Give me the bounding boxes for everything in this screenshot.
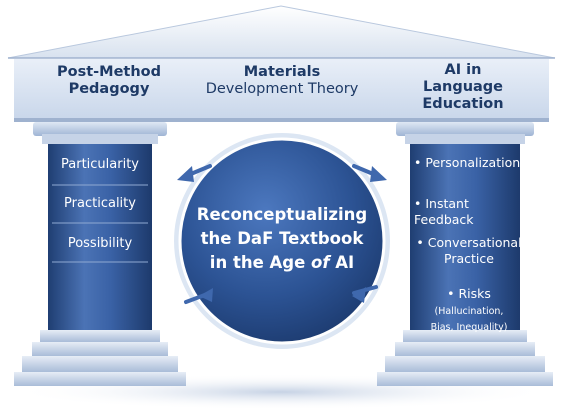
left-base-4 [14,372,186,386]
arrow-right-top-head [370,166,387,182]
center-title: Reconceptualizing the DaF Textbook in th… [196,203,368,275]
center-title-line3-pre: in the Age [209,253,312,272]
right-item-risks-paren2: Bias, Inequality) [430,322,508,333]
header-ai-line3: Education [422,96,504,112]
entablature [14,59,549,121]
header-materials: Materials Development Theory [190,64,374,98]
center-title-line3: in the Age of AI [196,251,368,275]
right-item-conversational-practice: • Conversational Practice [414,235,524,267]
right-base-1 [403,330,527,342]
left-base-1 [40,330,160,342]
right-base-4 [377,372,553,386]
right-column [377,122,553,386]
header-materials-line2: Development Theory [205,81,359,97]
right-item-conversational-line2: Practice [444,251,494,266]
header-ai-line2: Language [422,79,504,95]
arrow-right-bottom-head [352,287,366,303]
bullet-icon: • [447,286,455,301]
left-base-3 [22,356,178,372]
left-item-possibility: Possibility [67,236,133,251]
center-title-line2: the DaF Textbook [200,229,364,248]
center-title-line3-post: AI [329,253,355,272]
left-capital-bottom [42,134,158,144]
left-item-particularity: Particularity [61,157,139,172]
center-circle [178,137,386,345]
right-item-conversational-line1: Conversational [427,235,522,250]
right-item-instant-feedback: • Instant Feedback [414,196,524,228]
right-item-risks-paren1: (Hallucination, [434,306,504,317]
right-item-instant-feedback-text: Instant Feedback [414,196,474,227]
right-base-2 [395,342,535,356]
right-item-personalization: • Personalization [414,155,524,171]
bullet-icon: • [414,196,422,211]
header-ai-education: AI in Language Education [402,62,524,113]
header-ai-line1: AI in [444,62,482,78]
header-post-method-line2: Pedagogy [68,81,150,97]
bullet-icon: • [414,155,422,170]
right-base-3 [385,356,545,372]
header-post-method: Post-Method Pedagogy [40,64,178,98]
center-title-line1: Reconceptualizing [196,205,368,224]
right-item-personalization-text: Personalization [425,155,521,170]
header-post-method-line1: Post-Method [56,64,162,80]
right-item-risks-main: Risks [458,286,491,301]
header-materials-line1: Materials [243,64,321,80]
left-capital-top [33,122,167,136]
center-title-line3-of: of [311,253,330,272]
arrow-left-bottom-head [199,288,213,302]
right-shaft [410,144,520,330]
left-shaft [48,144,152,330]
right-capital-top [396,122,534,136]
right-capital-bottom [405,134,525,144]
entablature-bottom [14,118,549,122]
left-base-2 [32,342,168,356]
left-column [14,122,186,386]
bullet-icon: • [416,235,424,250]
right-item-risks: • Risks (Hallucination, Bias, Inequality… [412,286,526,336]
left-item-practicality: Practicality [64,196,136,211]
arrow-left-top-head [177,166,194,182]
roof-pediment [7,5,556,59]
